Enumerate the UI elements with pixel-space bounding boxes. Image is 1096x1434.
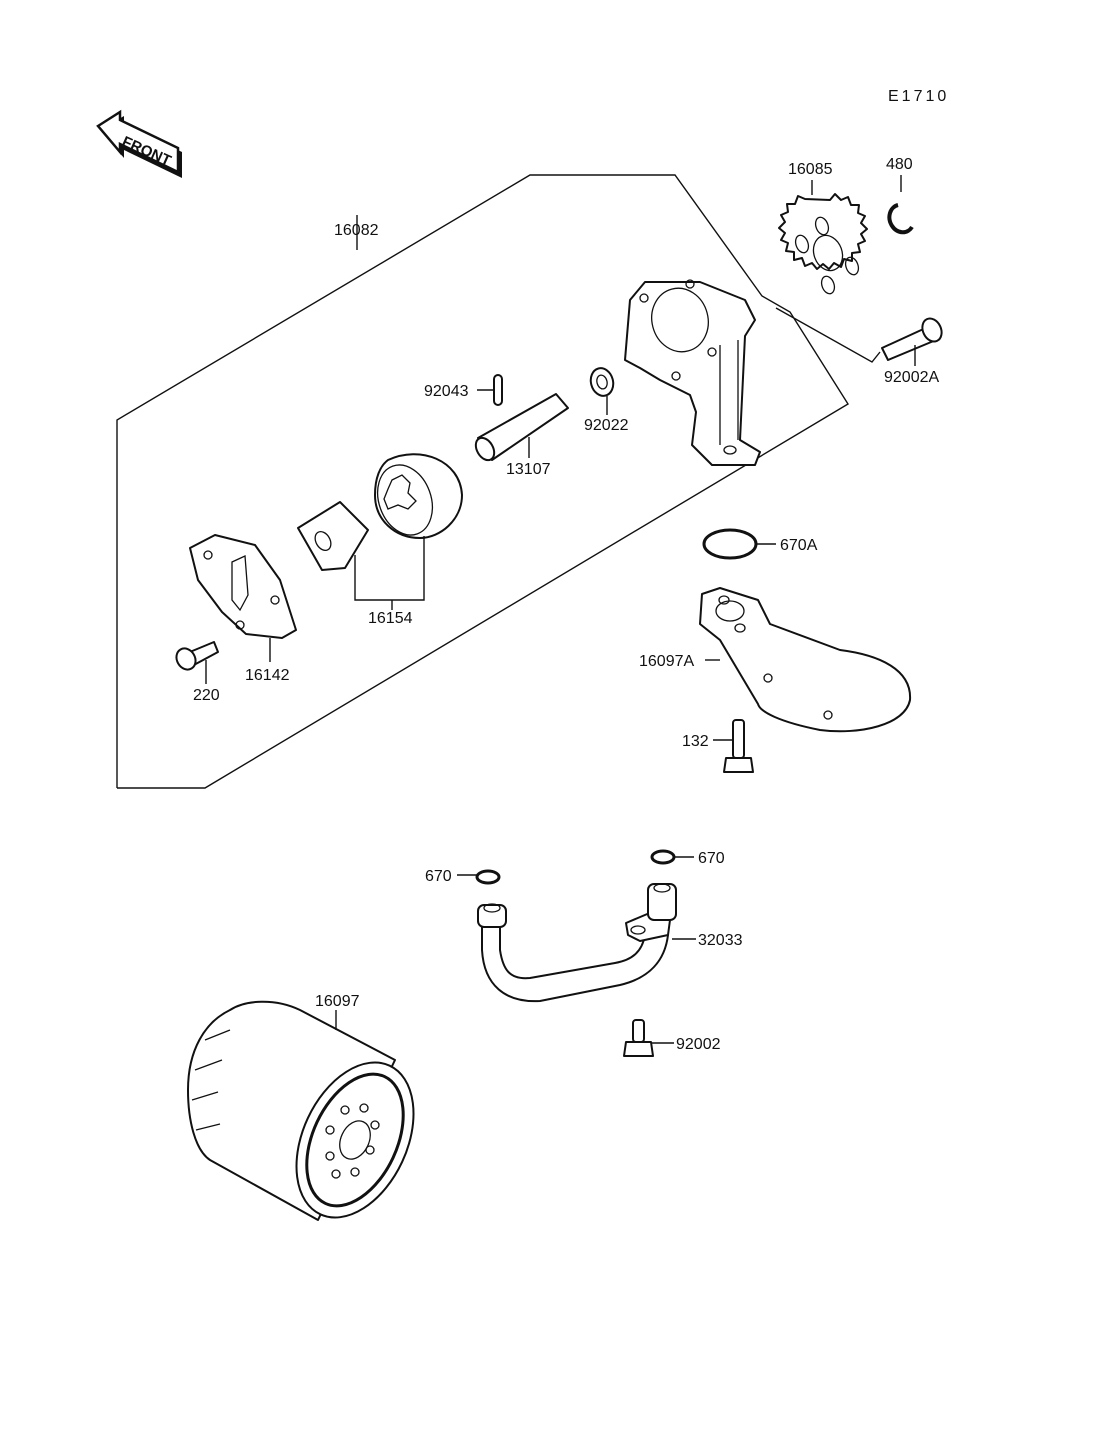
label-670-right: 670 — [698, 850, 725, 867]
pin-92043: 92043 — [424, 374, 503, 406]
oil-filter-16097: 16097 — [187, 993, 415, 1221]
label-92002: 92002 — [676, 1036, 721, 1053]
bolt-92002A: 92002A — [775, 307, 943, 386]
label-132: 132 — [682, 733, 709, 750]
gear-16085: 16085 — [778, 161, 868, 295]
inner-rotor — [297, 501, 369, 571]
label-220: 220 — [193, 687, 220, 704]
bolt-92002: 92002 — [623, 1019, 721, 1057]
o-ring-670-right: 670 — [650, 849, 725, 867]
assembly-bracket: 16082 — [116, 174, 849, 789]
front-arrow-icon: FRONT — [96, 109, 182, 178]
shaft-13107: 13107 — [474, 393, 569, 478]
label-670A: 670A — [780, 537, 818, 554]
screw-220: 220 — [175, 641, 220, 704]
label-92002A: 92002A — [884, 369, 939, 386]
oil-pipe-32033: 32033 — [477, 883, 743, 1003]
o-ring-670A: 670A — [702, 528, 818, 560]
label-16097: 16097 — [315, 993, 360, 1010]
pump-body — [624, 279, 761, 466]
label-16085: 16085 — [788, 161, 833, 178]
reference-code: E1710 — [888, 88, 949, 105]
label-670-left: 670 — [425, 868, 452, 885]
label-92043: 92043 — [424, 383, 469, 400]
circlip-480: 480 — [886, 156, 914, 235]
outer-rotor — [374, 453, 463, 539]
o-ring-670-left: 670 — [425, 868, 501, 885]
label-480: 480 — [886, 156, 913, 173]
label-16142: 16142 — [245, 667, 290, 684]
label-92022: 92022 — [584, 417, 629, 434]
label-16097A: 16097A — [639, 653, 694, 670]
label-13107: 13107 — [506, 461, 551, 478]
washer-92022: 92022 — [584, 367, 629, 434]
label-16082: 16082 — [334, 222, 379, 239]
oil-screen-16097A: 16097A — [639, 587, 912, 733]
bolt-132: 132 — [682, 719, 754, 773]
rotor-set-16154: 16154 — [354, 536, 425, 627]
label-16154: 16154 — [368, 610, 413, 627]
label-32033: 32033 — [698, 932, 743, 949]
pump-cover-16142: 16142 — [189, 534, 297, 684]
